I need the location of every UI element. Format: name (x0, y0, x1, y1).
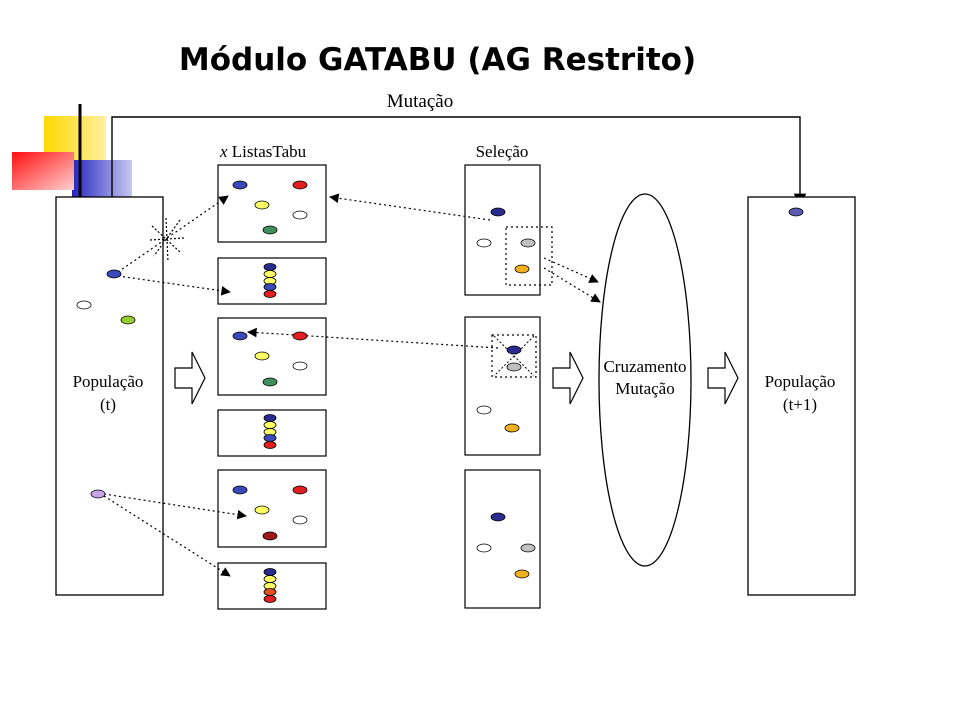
crossover-label-line1: Cruzamento (603, 357, 686, 376)
individual-navy (490, 207, 506, 217)
individual-white (476, 543, 492, 553)
crossover-ellipse (598, 193, 692, 567)
individual-white (476, 405, 492, 415)
individual-gray (520, 543, 536, 553)
individual-blue (232, 180, 248, 190)
individual-gray (506, 362, 522, 372)
individual-blue (106, 269, 122, 279)
individual-orange-red (263, 588, 277, 596)
selected-pair-frame-2 (491, 334, 537, 378)
individual-navy (263, 568, 277, 576)
individual-slate (788, 207, 804, 217)
individual-red (292, 485, 308, 495)
crossover-label-line2: Mutação (615, 379, 674, 398)
individual-red (263, 290, 277, 298)
individual-white (76, 300, 92, 310)
individual-darkred (262, 531, 278, 541)
individual-orange (514, 264, 530, 274)
blocked-cross-icon (149, 217, 185, 263)
individual-green (262, 225, 278, 235)
selected-pair-frame (505, 226, 553, 286)
individual-red (263, 595, 277, 603)
block-arrow-3 (707, 351, 739, 405)
selection-box-3 (464, 469, 541, 609)
individual-white (292, 210, 308, 220)
individual-yellow (263, 575, 277, 583)
arrow-pop-to-tabu1 (117, 195, 229, 273)
tabu-lists-text: ListasTabu (232, 142, 307, 161)
individual-navy (263, 414, 277, 422)
individual-yellow (263, 270, 277, 278)
arrow-pop-to-tabu5 (103, 493, 247, 520)
individual-navy (506, 345, 522, 355)
block-arrow-1 (174, 351, 206, 405)
deco-blue-square (72, 160, 132, 200)
arrow-sel-to-tabu1 (329, 193, 491, 221)
selection-box-1 (464, 164, 541, 296)
population-t1-label-line1: População (765, 372, 836, 391)
mutation-top-label: Mutação (387, 91, 453, 112)
mutation-feedback-arrow (111, 116, 807, 272)
population-t-label-line1: População (73, 372, 144, 391)
individual-blue (263, 283, 277, 291)
individual-blue (232, 331, 248, 341)
population-t-label-line2: (t) (100, 395, 116, 414)
individual-green (262, 377, 278, 387)
individual-lavender (90, 489, 106, 499)
individual-red (292, 331, 308, 341)
individual-yellow (263, 421, 277, 429)
selection-cross-icon (493, 335, 535, 377)
individual-yellow (254, 351, 270, 361)
population-t-box (55, 196, 164, 596)
tabu-lists-label: x ListasTabu (219, 142, 307, 161)
slide-title: Módulo GATABU (AG Restrito) (178, 42, 697, 78)
individual-yellow (254, 505, 270, 515)
individual-white (292, 515, 308, 525)
individual-red (292, 180, 308, 190)
population-t1-box (747, 196, 856, 596)
individual-red (263, 441, 277, 449)
individual-orange (514, 569, 530, 579)
dotted-arrows (103, 193, 601, 577)
individuals (76, 180, 804, 603)
individual-gray (520, 238, 536, 248)
individual-white (292, 361, 308, 371)
population-t1-label-line2: (t+1) (783, 395, 817, 414)
individual-blue (263, 434, 277, 442)
deco-red-square (12, 152, 74, 190)
arrow-sel-to-tabu3 (247, 327, 499, 349)
individual-white (476, 238, 492, 248)
individual-navy (263, 263, 277, 271)
individual-lime (120, 315, 136, 325)
decorative-squares (12, 104, 132, 200)
individual-yellow (254, 200, 270, 210)
arrow-sel-to-cross2 (543, 267, 601, 303)
individual-blue (232, 485, 248, 495)
selection-box-2 (464, 316, 541, 456)
individual-orange (504, 423, 520, 433)
block-arrow-2 (552, 351, 584, 405)
selection-label: Seleção (476, 142, 529, 161)
arrow-pop-to-tabu2 (117, 275, 231, 296)
individual-navy (490, 512, 506, 522)
tabu-lists-prefix: x (219, 142, 228, 161)
